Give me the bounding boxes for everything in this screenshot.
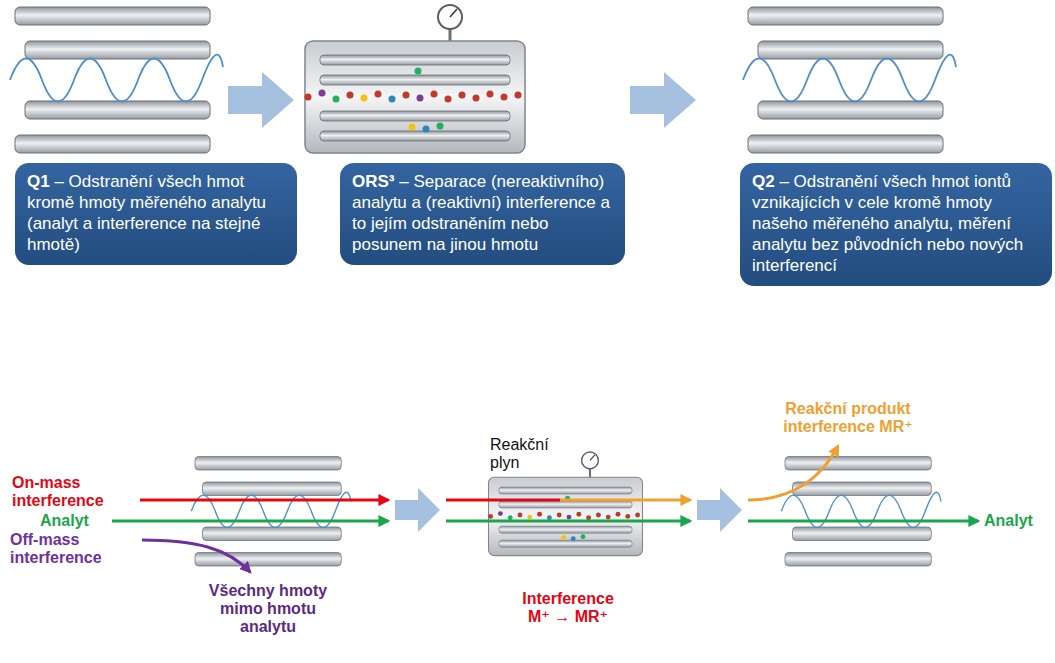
flow-arrow: [630, 72, 696, 128]
stage-box: ORS³ – Separace (nereaktivního) analytu …: [340, 163, 625, 265]
stage-key: Q2: [752, 172, 775, 191]
flow-label: Reakční produkt interference MR⁺: [762, 400, 934, 436]
product-arrow: [560, 499, 690, 502]
flow-label: Analyt: [984, 512, 1050, 530]
stage-text: Q1 – Odstranění všech hmot kromě hmoty m…: [27, 171, 285, 255]
stage-box: Q1 – Odstranění všech hmot kromě hmoty m…: [15, 163, 297, 265]
analyte-arrow: [748, 520, 978, 523]
off-mass-arrow: [142, 540, 250, 572]
flow-arrow: [395, 488, 440, 532]
flow-label: Analyt: [40, 512, 110, 530]
flow-label: Off-mass interference: [10, 531, 140, 567]
interference-arrow: [140, 499, 388, 502]
quadrupole-q1: [10, 7, 223, 153]
stage-box: Q2 – Odstranění všech hmot iontů vznikaj…: [740, 163, 1052, 286]
stage-text: ORS³ – Separace (nereaktivního) analytu …: [352, 171, 613, 255]
analyte-arrow: [112, 520, 388, 523]
flow-label: Interference M⁺ → MR⁺: [512, 590, 624, 626]
reaction-cell: [305, 5, 526, 153]
interference-line: [446, 499, 560, 502]
stage-key: Q1: [27, 172, 50, 191]
flow-arrow: [697, 488, 742, 532]
flow-arrow: [228, 72, 294, 128]
flow-label: On-mass interference: [12, 474, 137, 510]
flow-label: Všechny hmoty mimo hmotu analytu: [198, 582, 338, 636]
flow-label: Reakční plyn: [490, 436, 580, 472]
product-arrow: [748, 446, 838, 500]
quadrupole-q2: [743, 7, 956, 153]
analyte-arrow: [446, 520, 690, 523]
stage-key: ORS³: [352, 172, 395, 191]
quadrupole-q2: [781, 457, 941, 567]
stage-text: Q2 – Odstranění všech hmot iontů vznikaj…: [752, 171, 1040, 276]
